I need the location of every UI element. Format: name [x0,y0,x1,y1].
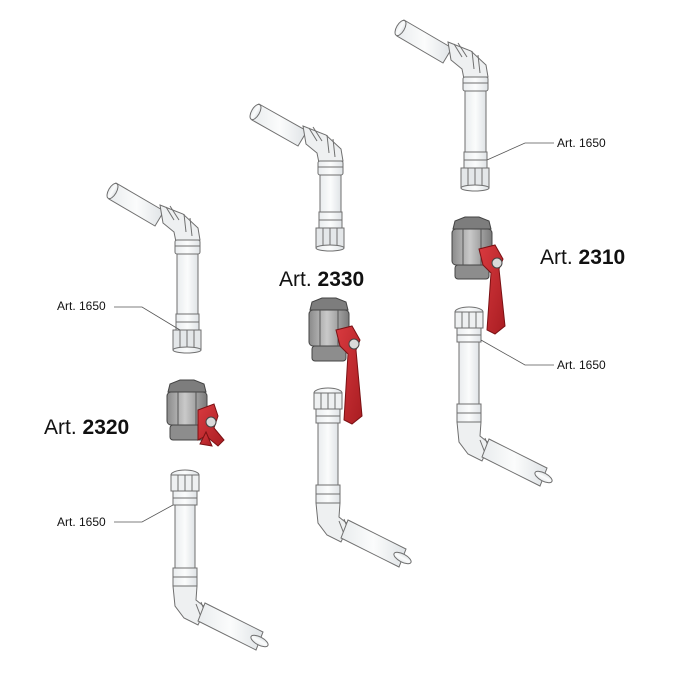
leader-lines [114,142,554,523]
label-art-2310: Art. 2310 [540,246,625,270]
pipe-upper-left [106,182,202,354]
valve-2310 [451,216,506,335]
label-art-1650-left-bottom: Art. 1650 [57,515,106,529]
label-art-1650-right-bottom: Art. 1650 [557,358,606,372]
leader-line-left-bottom [114,504,174,523]
pipe-upper-middle [249,103,345,252]
leader-line-left-top [114,306,181,331]
label-art-2330-prefix: Art. [279,268,312,291]
label-art-2310-prefix: Art. [540,246,573,269]
label-art-2330: Art. 2330 [279,268,364,292]
label-art-2320-prefix: Art. [44,416,77,439]
label-art-1650-right-top: Art. 1650 [557,136,606,150]
label-art-1650-left-top: Art. 1650 [57,299,106,313]
label-art-2320: Art. 2320 [44,416,129,440]
label-art-2330-number: 2330 [317,268,365,291]
leader-line-right-bottom [480,339,554,366]
pipe-lower-middle [313,387,412,568]
valve-2320 [166,379,225,447]
label-art-2310-number: 2310 [578,246,626,269]
label-art-2320-number: 2320 [82,416,130,439]
leader-line-right-top [486,142,554,161]
valve-2330 [308,297,363,425]
pipe-lower-right [454,306,553,487]
pipe-upper-right [394,19,490,192]
pipe-lower-left [170,469,269,651]
